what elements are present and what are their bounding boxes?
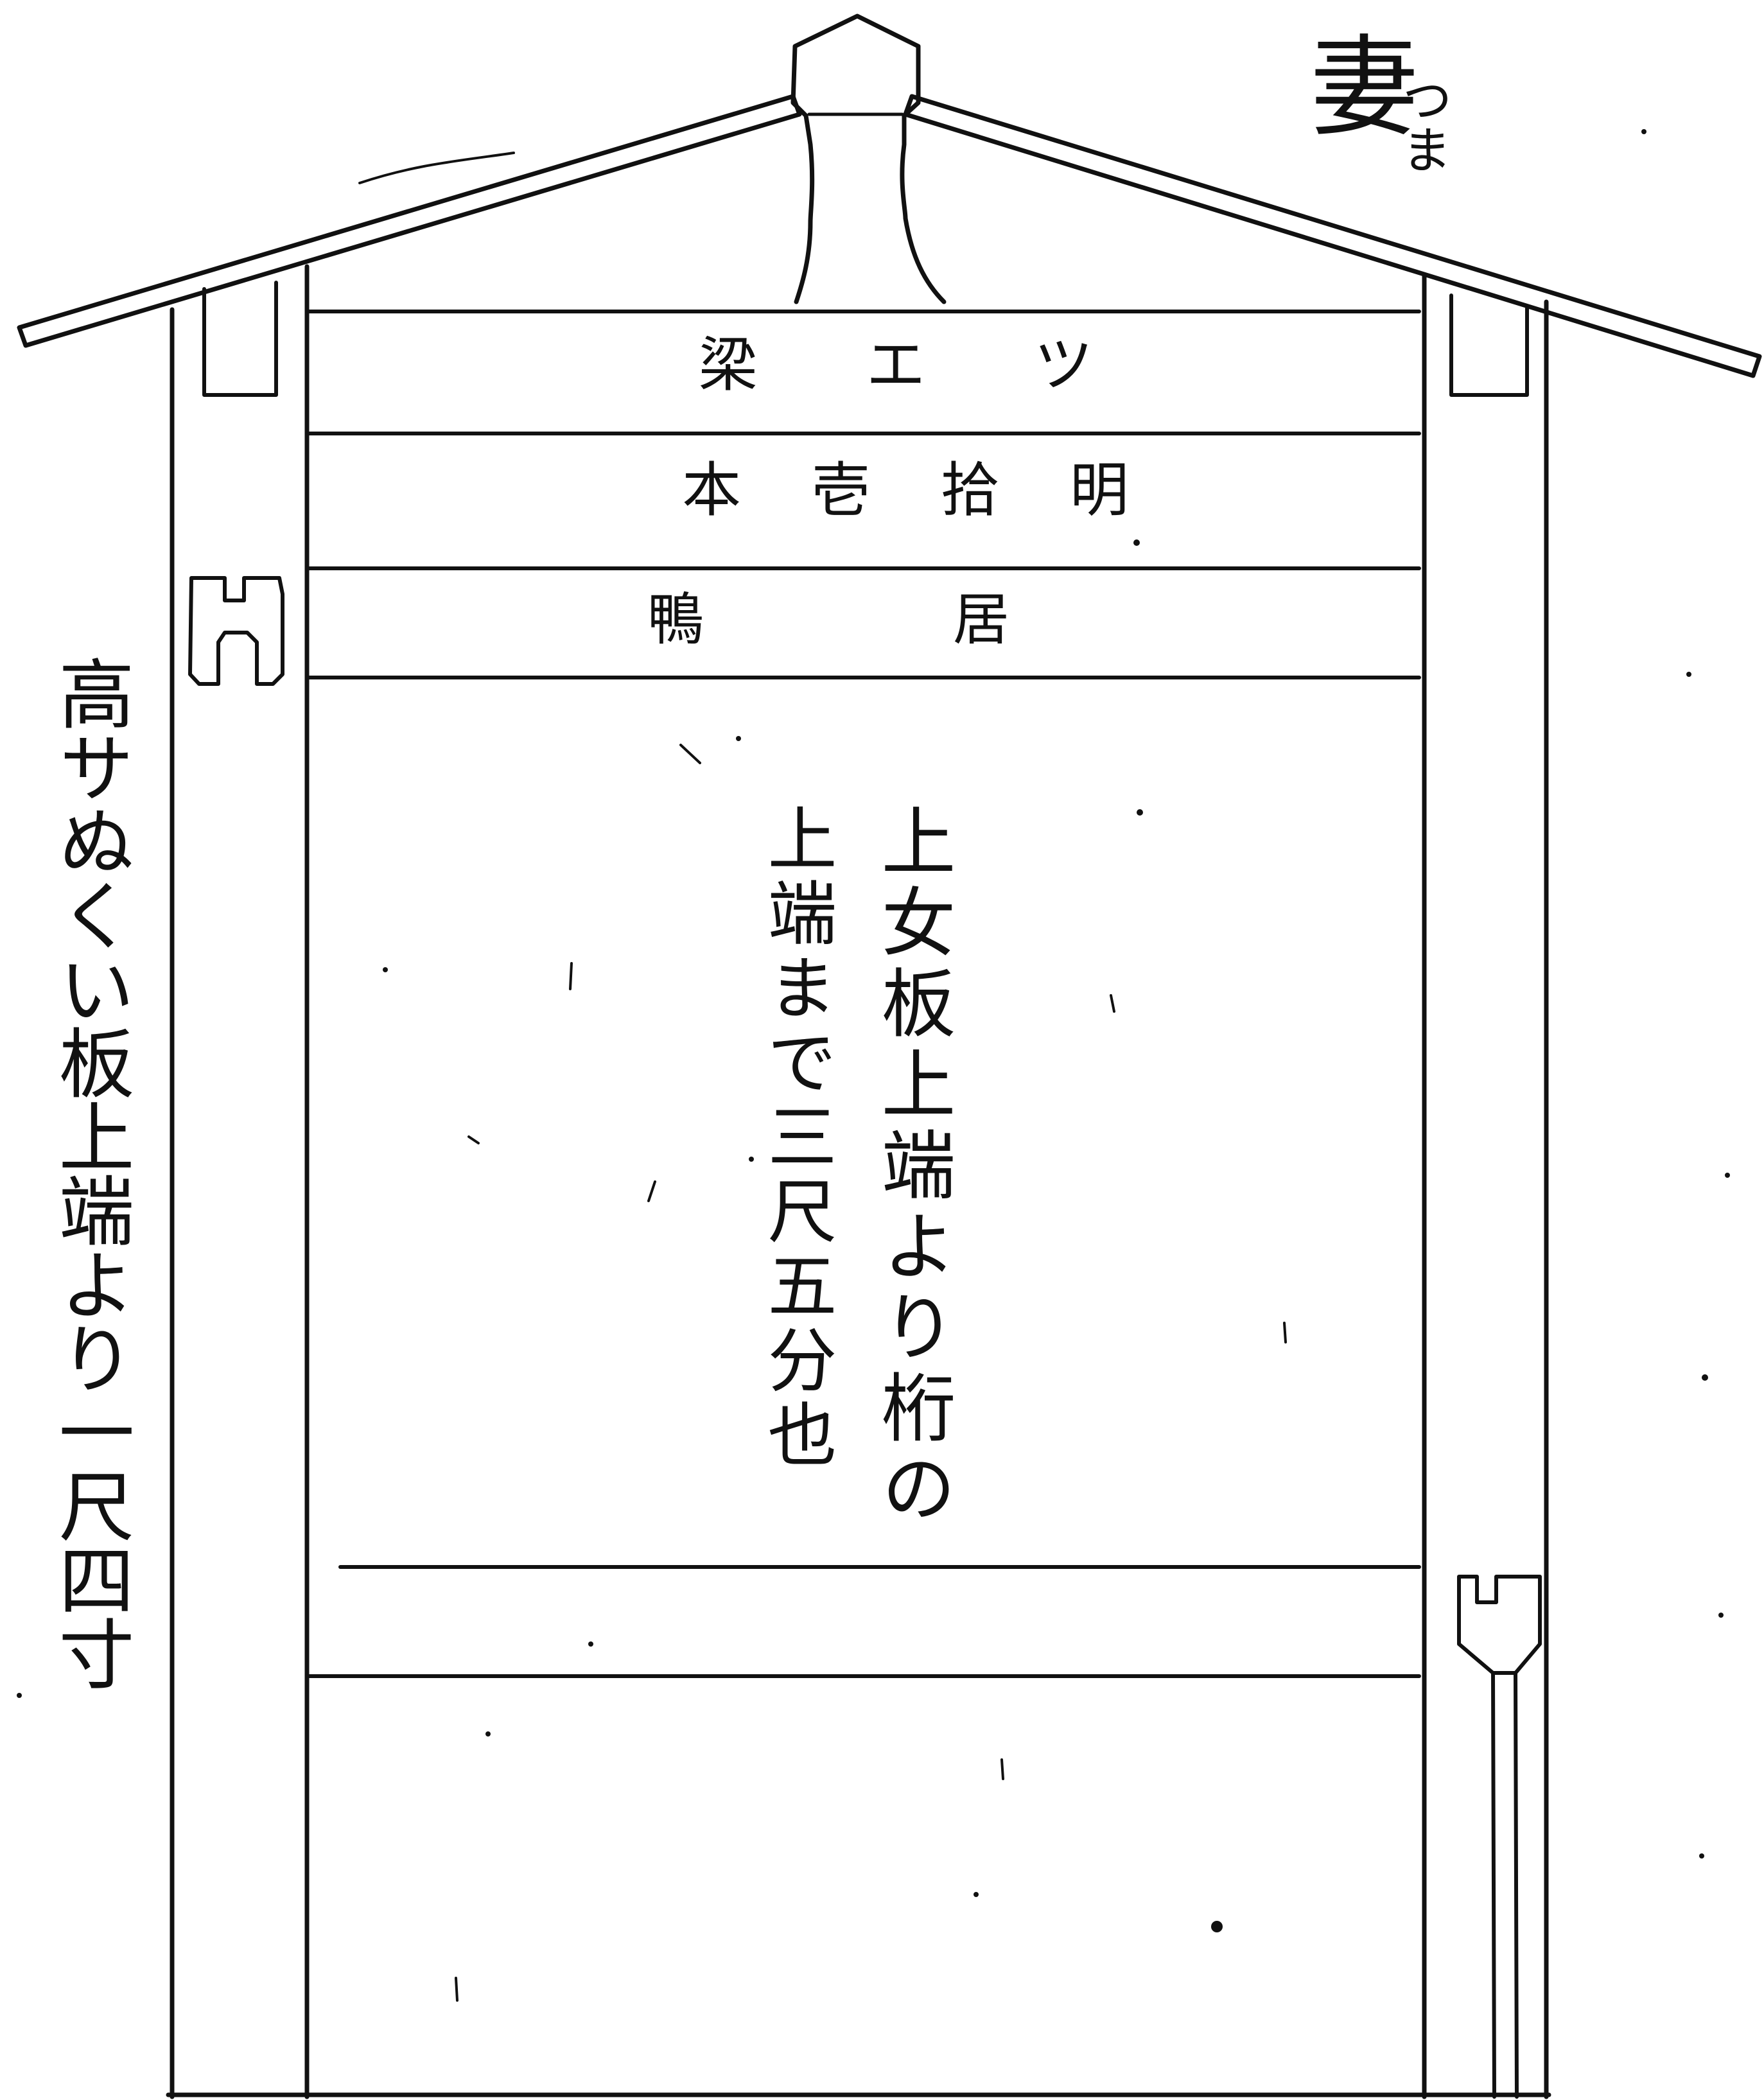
band-1-label: 梁 エ ツ: [699, 331, 1139, 399]
gable-label: 妻: [1310, 24, 1419, 152]
left-note: 高サぬくい板上端より一尺四寸: [46, 655, 134, 1689]
roof-board-left: [17, 94, 802, 348]
roof-board-right: [903, 94, 1762, 378]
horizontal-bands: [305, 310, 1421, 1678]
gable-furigana: つま: [1393, 74, 1451, 174]
roof: [17, 13, 1762, 378]
ridge-post: [790, 13, 947, 304]
center-note-col-1: 上女板上端より桁の: [869, 803, 956, 1531]
left-joint-mark: [188, 576, 284, 686]
right-tenon-top: [1449, 293, 1529, 397]
right-post: [1422, 272, 1549, 2099]
center-note-col-2: 上端まで三尺五分也: [756, 803, 837, 1473]
band-3-label: 鴨 居: [647, 586, 1125, 652]
paper-speckles: [17, 129, 1730, 1932]
right-joint-mark: [1457, 1575, 1542, 2099]
left-tenon-top: [202, 281, 278, 397]
left-post: [170, 264, 310, 2099]
band-2-label: 本 壱 拾 明: [682, 456, 1155, 525]
stray-marks: [455, 744, 1287, 2002]
roof-sketch-mark: [358, 152, 515, 184]
